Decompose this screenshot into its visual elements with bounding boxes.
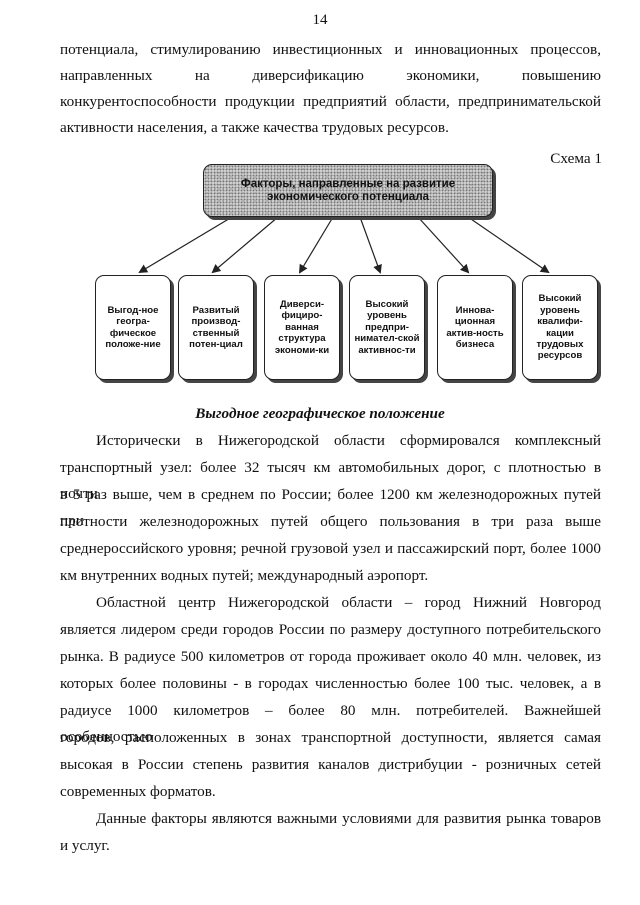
arrow-6 [467, 216, 550, 274]
paragraph-1-line-6: км внутренних водных путей; международны… [60, 567, 429, 584]
factor-box-production: Развитый производ-ственный потен-циал [178, 275, 254, 380]
paragraph-1-line-5: среднероссийского уровня; речной грузово… [60, 540, 601, 557]
factor-box-diversification: Диверси-фициро-ванная структура экономи-… [264, 275, 340, 380]
paragraph-2-line-3: рынка. В радиусе 500 километров от город… [60, 648, 601, 665]
section-heading: Выгодное географическое положение [195, 405, 445, 422]
arrow-3 [298, 216, 334, 274]
factor-box-innovation: Иннова-ционная актив-ность бизнеса [437, 275, 513, 380]
intro-line-2: направленных на диверсификацию экономики… [60, 67, 601, 84]
page-number: 14 [312, 12, 328, 28]
scheme-title-box: Факторы, направленные на развитие эконом… [203, 164, 493, 217]
intro-line-1: потенциала, стимулированию инвестиционны… [60, 41, 601, 58]
scheme-label: Схема 1 [550, 150, 602, 167]
paragraph-2-line-2: является лидером среди городов России по… [60, 621, 601, 638]
paragraph-2-line-1: Областной центр Нижегородской области – … [96, 594, 601, 611]
arrow-4 [359, 216, 382, 274]
factor-box-workforce: Высокий уровень квалифи-кации трудовых р… [522, 275, 598, 380]
paragraph-1-line-2: транспортный узел: более 32 тысяч км авт… [60, 459, 601, 502]
paragraph-1-line-1: Исторически в Нижегородской области сфор… [96, 432, 601, 449]
paragraph-1-line-4: плотности железнодорожных путей общего п… [60, 513, 601, 530]
factor-box-geography: Выгод-ное геогра-фическое положе-ние [95, 275, 171, 380]
paragraph-3-line-1: Данные факторы являются важными условиям… [96, 810, 601, 827]
intro-line-4: активности населения, а также качества т… [60, 119, 449, 136]
paragraph-3-line-2: и услуг. [60, 837, 110, 854]
paragraph-2-line-8: современных форматов. [60, 783, 216, 800]
intro-line-3: конкурентоспособности продукции предприя… [60, 93, 601, 110]
paragraph-1-line-3: в 5 раз выше, чем в среднем по России; б… [60, 486, 601, 529]
arrow-5 [417, 216, 470, 274]
arrow-1 [138, 216, 233, 274]
paragraph-2-line-4: которых более половины - в городах числе… [60, 675, 601, 692]
arrow-2 [211, 216, 279, 274]
factor-box-entrepreneurship: Высокий уровень предпри-нимател-ской акт… [349, 275, 425, 380]
paragraph-2-line-6: городов, расположенных в зонах транспорт… [60, 729, 601, 746]
paragraph-2-line-5: радиусе 1000 километров – более 80 млн. … [60, 702, 601, 745]
paragraph-2-line-7: высокая в России степень развития канало… [60, 756, 601, 773]
